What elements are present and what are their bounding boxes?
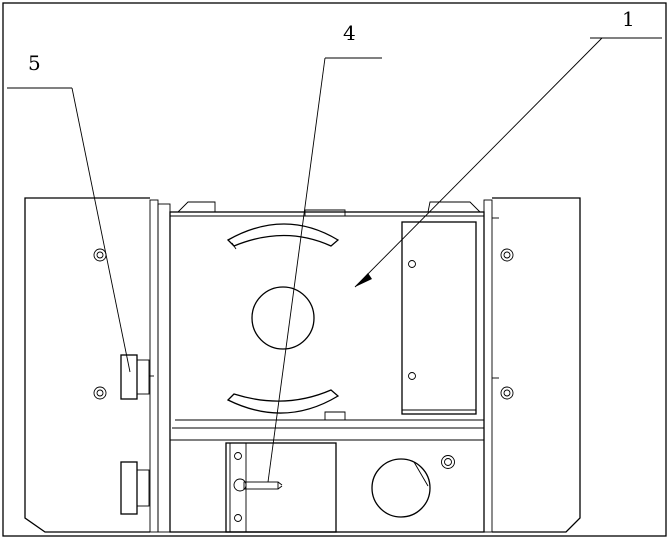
right-side-plate — [483, 197, 581, 533]
leader-lines — [7, 37, 662, 483]
main-body — [169, 201, 485, 533]
left-side-plate — [24, 197, 171, 533]
side-connectors — [120, 354, 154, 515]
callout-4: 4 — [343, 21, 356, 45]
lower-box — [225, 442, 337, 533]
drawing-frame — [2, 2, 667, 537]
callout-1: 1 — [622, 7, 635, 31]
callout-5: 5 — [28, 51, 41, 75]
